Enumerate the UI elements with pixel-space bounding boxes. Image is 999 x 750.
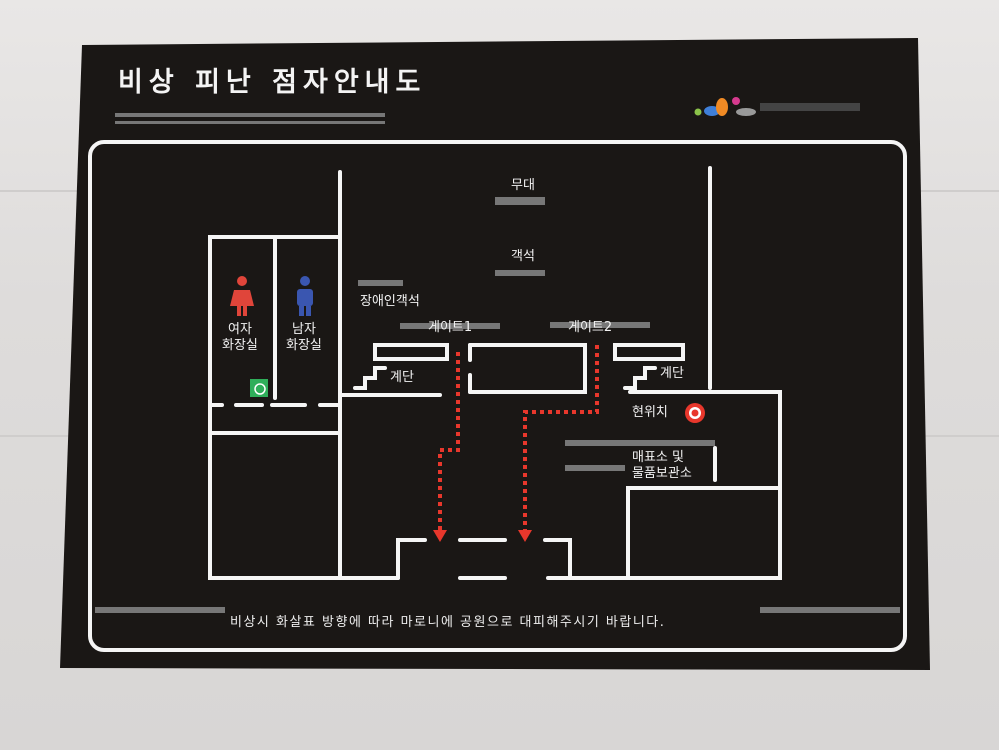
label-seats: 객석 <box>511 249 535 264</box>
label-line: 남자 <box>291 322 316 337</box>
label-line: 물품보관소 <box>632 465 692 481</box>
male-icon <box>297 276 313 316</box>
logo <box>694 97 860 116</box>
arrow-down-icon <box>433 530 447 542</box>
label-stage: 무대 <box>511 178 535 193</box>
current-location-icon <box>685 403 705 423</box>
arrow-down-icon <box>518 530 532 542</box>
label-stairs-right: 계단 <box>660 366 684 381</box>
sign-footer-instruction: 비상시 화살표 방향에 따라 마로니에 공원으로 대피해주시기 바랍니다. <box>230 615 666 630</box>
female-icon <box>230 276 254 316</box>
floor-plan <box>208 166 782 580</box>
label-gate1: 게이트1 <box>428 320 473 335</box>
label-current-location: 현위치 <box>632 405 668 420</box>
label-accessible-seats: 장애인객석 <box>360 294 420 309</box>
accessible-icon <box>250 379 268 397</box>
map-border <box>88 140 907 652</box>
label-line: 매표소 및 <box>632 450 684 465</box>
sign-title: 비상 피난 점자안내도 <box>118 67 427 98</box>
label-gate2: 게이트2 <box>568 320 613 335</box>
label-line: 화장실 <box>286 337 322 353</box>
sign-board <box>60 38 930 670</box>
braille-dots <box>95 113 900 613</box>
label-stairs-left: 계단 <box>390 370 414 385</box>
label-line: 여자 <box>227 322 252 337</box>
evacuation-route <box>438 345 599 530</box>
label-line: 화장실 <box>222 337 258 353</box>
